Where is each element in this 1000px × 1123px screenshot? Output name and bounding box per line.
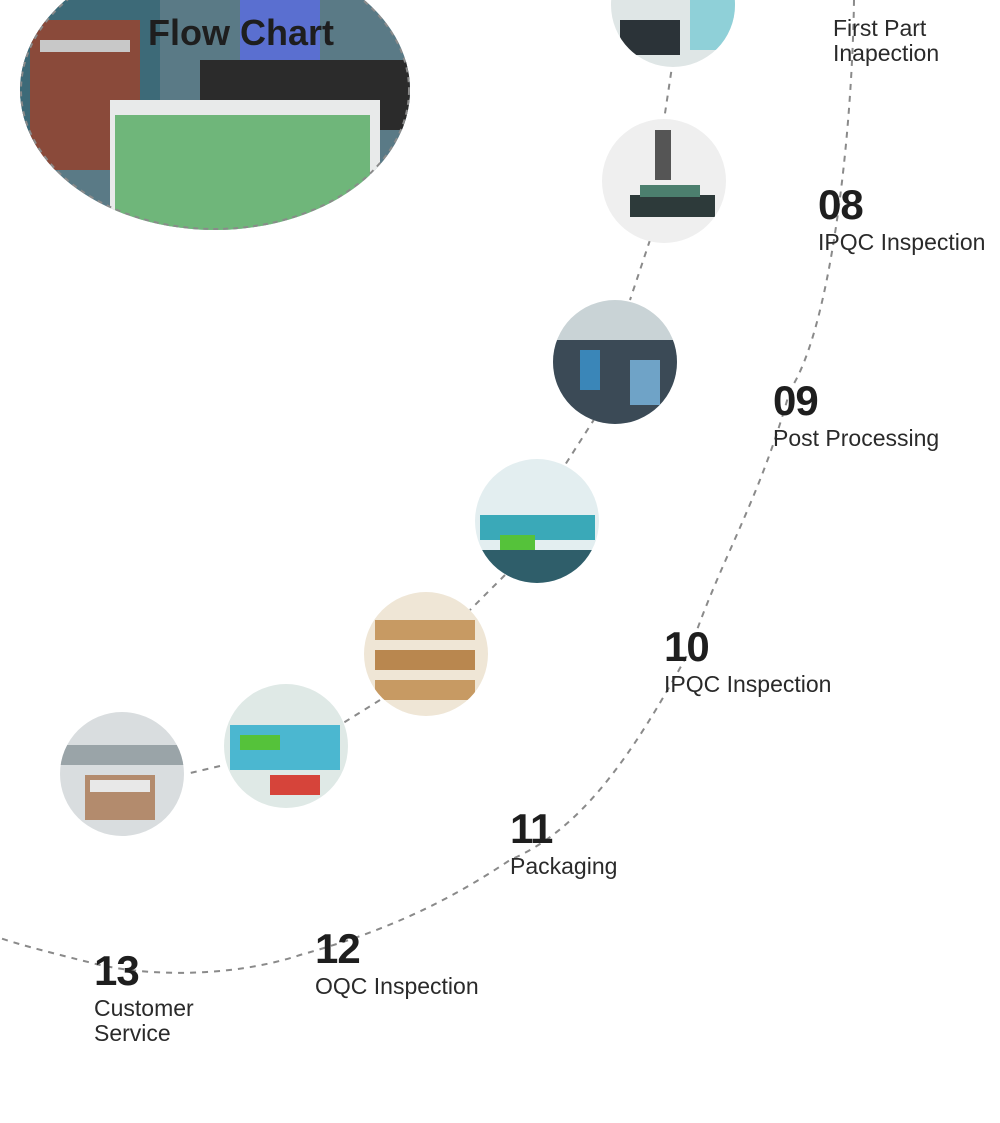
inspection-workstation-photo (611, 0, 735, 67)
step-label: Post Processing (773, 425, 940, 451)
assembly-line-photo (475, 459, 599, 583)
inner-dashed-path (185, 59, 674, 775)
outer-dashed-path (0, 0, 855, 974)
step-label: First Part Inapection (833, 15, 940, 66)
step-number: 11 (510, 805, 553, 852)
hero-factory-photo (20, 0, 410, 230)
page-title: Flow Chart (148, 12, 334, 53)
packing-workers-photo (224, 684, 348, 808)
step-number: 13 (94, 947, 140, 994)
step-label: Customer Service (94, 995, 194, 1046)
step-number: 08 (818, 181, 864, 228)
step-label: IPQC Inspection (664, 671, 832, 697)
step-10: 10 IPQC Inspection (664, 626, 831, 697)
step-number: 12 (315, 925, 361, 972)
customer-service-office-photo (60, 712, 184, 836)
step-label: OQC Inspection (315, 973, 479, 999)
production-floor-photo (553, 300, 677, 424)
step-12: 12 OQC Inspection (315, 928, 479, 999)
step-08: 08 IPQC Inspection (818, 184, 985, 255)
step-first-part-inspection: First Part Inapection (833, 12, 939, 66)
step-label: IPQC Inspection (818, 229, 986, 255)
step-09: 09 Post Processing (773, 380, 939, 451)
step-number: 10 (664, 623, 710, 670)
step-label: Packaging (510, 853, 618, 879)
step-number: 09 (773, 377, 819, 424)
measuring-microscope-photo (602, 119, 726, 243)
step-11: 11 Packaging (510, 808, 617, 879)
warehouse-shelves-photo (364, 592, 488, 716)
step-13: 13 Customer Service (94, 950, 194, 1046)
